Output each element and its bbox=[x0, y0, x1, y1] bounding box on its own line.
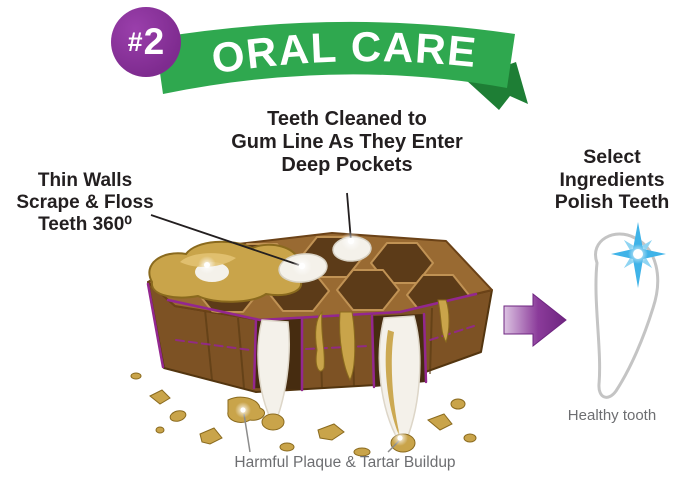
hanging-tooth-right bbox=[378, 315, 421, 450]
hanging-teeth bbox=[257, 315, 421, 453]
plaque-drips bbox=[315, 299, 450, 382]
badge-number-value: 2 bbox=[143, 21, 165, 62]
step-number-badge: #2 bbox=[111, 7, 181, 77]
healthy-tooth-illustration bbox=[594, 222, 666, 399]
pointer-line-left bbox=[150, 214, 303, 267]
annotation-thin-walls: Thin Walls Scrape & Floss Teeth 360⁰ bbox=[16, 170, 154, 236]
plaque-buildup-caption: Harmful Plaque & Tartar Buildup bbox=[234, 454, 456, 471]
cutaway-purple-outline bbox=[146, 282, 478, 392]
badge-number-hash: # bbox=[127, 26, 143, 57]
sparkle-icon bbox=[611, 222, 666, 288]
ribbon-band bbox=[155, 21, 515, 94]
arrow-right-icon bbox=[503, 292, 567, 348]
oral-care-ribbon: ORAL CARE bbox=[155, 21, 528, 110]
annotation-pointer-lines bbox=[150, 192, 408, 453]
healthy-tooth-caption: Healthy tooth bbox=[567, 407, 657, 424]
tooth-outline bbox=[594, 232, 660, 399]
pointer-line-bottom-left bbox=[243, 413, 251, 453]
annotation-teeth-cleaned: Teeth Cleaned to Gum Line As They Enter … bbox=[231, 108, 463, 177]
dental-chew-illustration bbox=[130, 232, 493, 457]
annotation-select-ingredients: Select Ingredients Polish Teeth bbox=[554, 146, 670, 214]
plaque-debris bbox=[130, 372, 477, 457]
